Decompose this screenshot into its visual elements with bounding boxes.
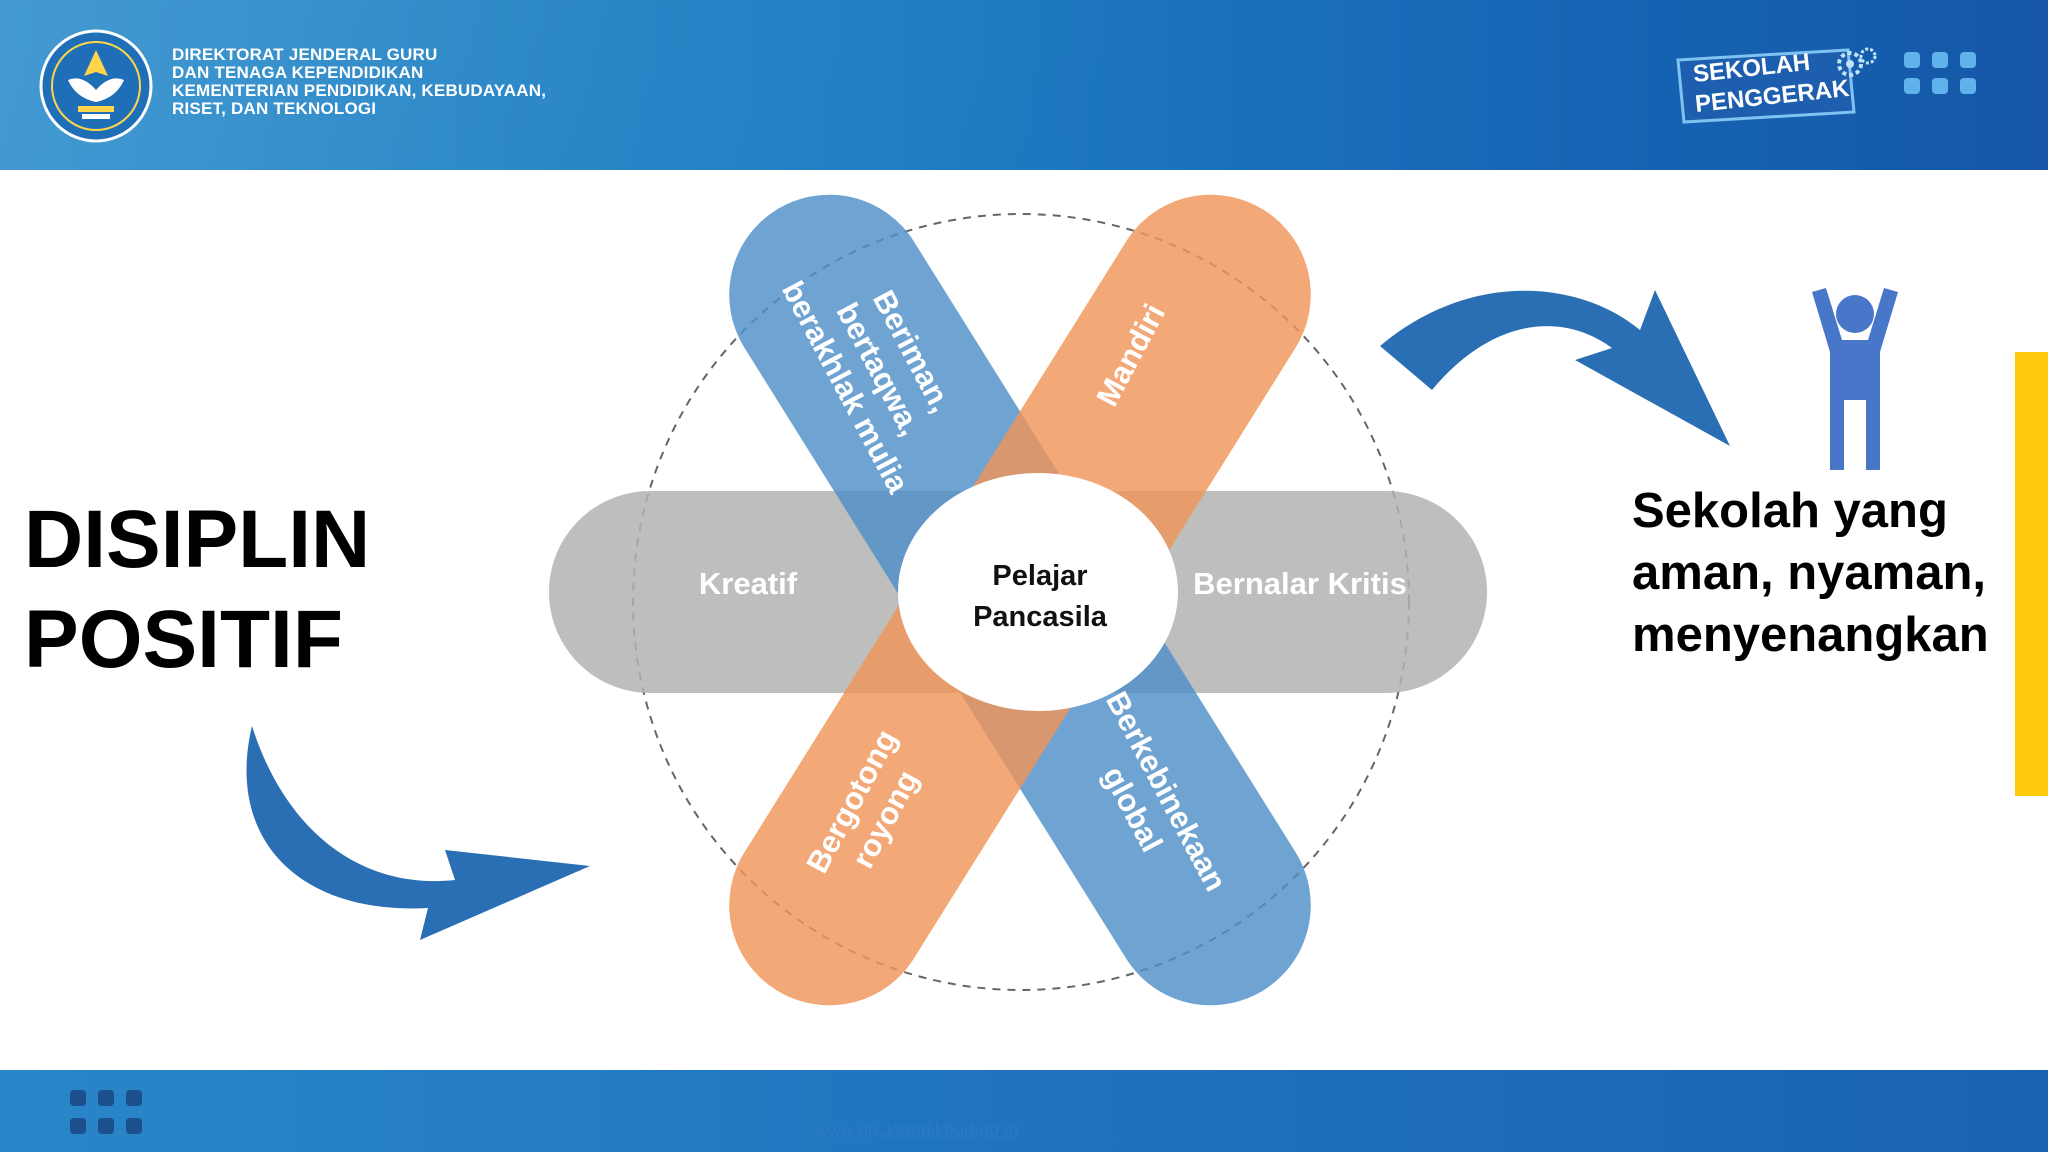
person-icon <box>1812 288 1898 470</box>
decorative-dots <box>70 1090 146 1136</box>
organization-name: DIREKTORAT JENDERAL GURU DAN TENAGA KEPE… <box>172 46 546 118</box>
result-text: Sekolah yang aman, nyaman, menyenangkan <box>1632 480 1989 666</box>
label-beriman-group: Beriman, bertaqwa, berakhlak mulia <box>775 275 959 499</box>
curved-arrow-right-icon <box>1380 290 1730 446</box>
center-label-line1: Pelajar <box>992 560 1087 592</box>
kemendikbud-logo-icon <box>39 29 153 143</box>
org-line: DIREKTORAT JENDERAL GURU <box>172 45 438 64</box>
title-line2: POSITIF <box>24 594 343 685</box>
footer-bar <box>0 1070 2048 1152</box>
label-bernalar-kritis: Bernalar Kritis <box>1193 566 1407 601</box>
main-title: DISIPLIN POSITIF <box>24 490 370 690</box>
center-ellipse <box>898 473 1178 711</box>
header-bar: DIREKTORAT JENDERAL GURU DAN TENAGA KEPE… <box>0 0 2048 170</box>
result-line2: aman, nyaman, <box>1632 546 1987 600</box>
footer-website-link[interactable]: www.gtk.kemdikbud.go.id <box>815 1120 1019 1140</box>
title-line1: DISIPLIN <box>24 494 371 585</box>
org-line: KEMENTERIAN PENDIDIKAN, KEBUDAYAAN, <box>172 81 547 100</box>
result-line1: Sekolah yang <box>1632 484 1948 538</box>
yellow-accent-bar <box>2015 352 2048 796</box>
sekolah-penggerak-logo: SEKOLAH PENGGERAK <box>1676 47 1877 124</box>
org-line: RISET, DAN TEKNOLOGI <box>172 99 377 118</box>
org-line: DAN TENAGA KEPENDIDIKAN <box>172 63 424 82</box>
decorative-dots <box>1904 52 1978 96</box>
result-line3: menyenangkan <box>1632 608 1989 662</box>
label-kreatif: Kreatif <box>699 566 798 601</box>
gear-icon <box>1837 47 1877 77</box>
curved-arrow-left-icon <box>246 726 590 940</box>
center-label-line2: Pancasila <box>973 601 1108 633</box>
